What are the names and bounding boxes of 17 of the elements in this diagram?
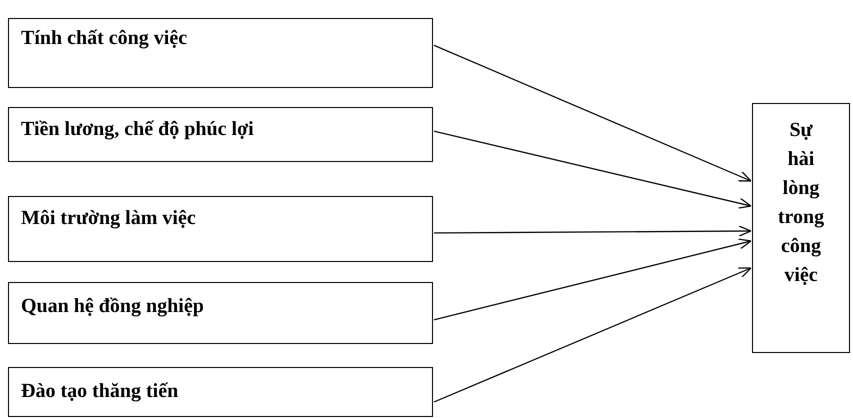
box-label: Tiền lương, chế độ phúc lợi — [21, 118, 254, 141]
outcome-box — [752, 103, 850, 353]
factor-box — [8, 196, 433, 262]
arrow — [434, 238, 752, 320]
box-label: Đào tạo thăng tiến — [21, 380, 178, 403]
box-label: Tính chất công việc — [21, 27, 188, 50]
box-label: Quan hệ đồng nghiệp — [21, 295, 204, 318]
box-label: Sự hài lòng trong công việc — [776, 118, 826, 288]
arrow — [434, 44, 752, 182]
box-label: Môi trường làm việc — [21, 207, 196, 230]
arrow — [434, 225, 752, 237]
arrow — [434, 267, 752, 403]
factor-box — [8, 18, 433, 88]
factor-box — [8, 282, 433, 344]
arrow — [434, 130, 752, 209]
factor-box — [8, 367, 433, 417]
factor-box — [8, 107, 433, 162]
